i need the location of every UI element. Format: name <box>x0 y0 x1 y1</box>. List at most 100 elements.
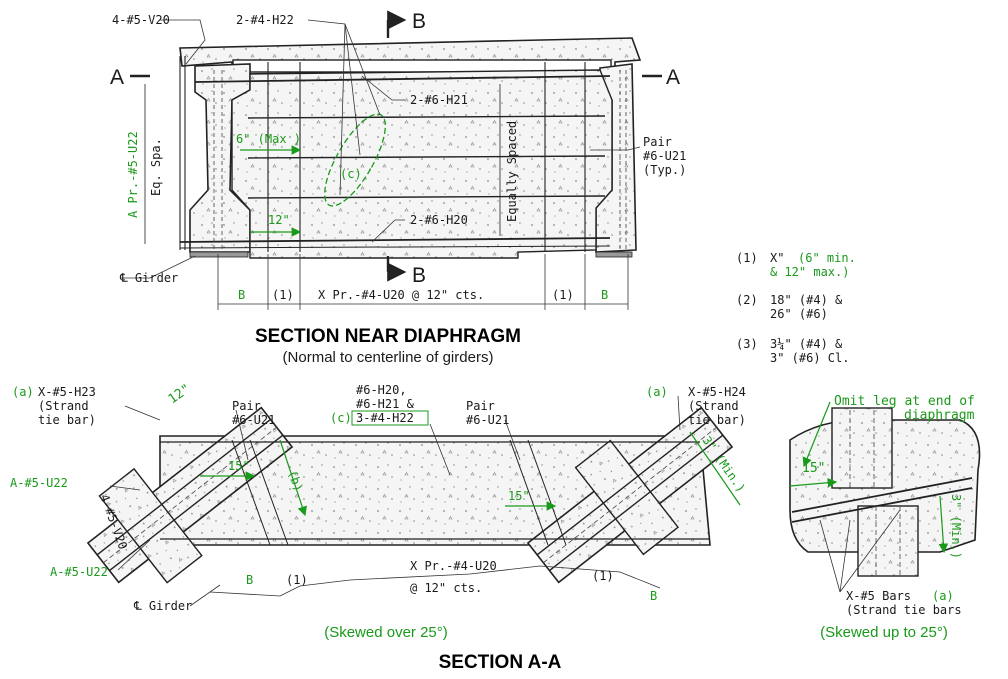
label-pair-2: #6-U21 <box>643 149 686 163</box>
aa-girder: ℄ Girder <box>133 599 192 613</box>
label-b-bottom: B <box>412 264 426 287</box>
aa-mid-dim-2: @ 12" cts. <box>410 581 482 595</box>
section-cut-b-bottom <box>386 256 407 282</box>
note-1-min: (6" min. <box>798 251 856 265</box>
small-omit-leader <box>802 401 831 468</box>
aa-bars-c: (c) <box>330 411 352 425</box>
note-2-line-1: 18" (#4) & <box>770 293 843 307</box>
left-skewed-girder <box>86 406 294 584</box>
label-six-max: 6" (Max ) <box>236 132 301 146</box>
aa-dimension-chain <box>209 565 661 597</box>
label-a-right: A <box>666 66 680 89</box>
label-a-left: A <box>110 66 124 89</box>
aa-one-right: (1) <box>592 569 614 583</box>
section-near-diaphragm-subtitle: (Normal to centerline of girders) <box>283 349 494 366</box>
note-2-line-2: 26" (#6) <box>770 307 828 321</box>
label-v20: 4-#5-V20 <box>112 13 170 27</box>
aa-pair-right-2: #6-U21 <box>466 413 509 427</box>
note-3-label: (3) <box>736 337 758 351</box>
small-tie-bar-2 <box>791 487 973 523</box>
small-three-min: 3" (Min.) <box>949 494 963 559</box>
aa-h23-a: (a) <box>12 385 34 399</box>
aa-twelve: 12" <box>166 382 194 408</box>
aa-bars-3: 3-#4-H22 <box>356 411 414 425</box>
aa-fifteen-right-label: 15" <box>508 489 530 503</box>
label-equally-spaced: Equally Spaced <box>505 121 519 222</box>
aa-u22-bottom: A-#5-U22 <box>50 565 108 579</box>
small-omit-2: diaphragm <box>904 408 975 423</box>
small-leaders <box>819 509 901 593</box>
aa-fifteen-left-label: 15" <box>228 459 250 473</box>
small-skew-caption: (Skewed up to 25°) <box>820 624 948 641</box>
dim-b-left: B <box>238 288 245 302</box>
notes: (1) X" (6" min. & 12" max.) (2) 18" (#4)… <box>736 251 856 365</box>
small-girder-bottom <box>857 505 919 577</box>
aa-pair-left-2: #6-U21 <box>232 413 275 427</box>
dim-1-right: (1) <box>552 288 574 302</box>
top-bar <box>194 75 611 83</box>
note-3-line-2: 3" (#6) Cl. <box>770 351 849 365</box>
aa-one-left: (1) <box>286 573 308 587</box>
aa-h24-c: (Strand <box>688 399 739 413</box>
aa-skew-caption: (Skewed over 25°) <box>324 624 448 641</box>
aa-h24-b: X-#5-H24 <box>688 385 746 399</box>
small-three-min-dim <box>938 495 949 554</box>
aa-three-min <box>689 431 741 506</box>
small-tie-bar-1 <box>791 477 973 513</box>
revision-cloud-c <box>324 113 386 207</box>
label-pair-3: (Typ.) <box>643 163 686 177</box>
hidden-lines <box>213 70 627 250</box>
label-c: (c) <box>340 167 362 181</box>
section-a-a: (a) X-#5-H23 (Strand tie bar) 12" Pair #… <box>10 382 748 673</box>
aa-bars-3-box <box>351 410 429 426</box>
small-girder-top <box>831 407 893 489</box>
note-1-max: & 12" max.) <box>770 265 849 279</box>
section-near-diaphragm: 4-#5-V20 2-#4-H22 B B A A 2-#6-H21 2-#6-… <box>110 10 686 366</box>
note-2-label: (2) <box>736 293 758 307</box>
small-bars-1: X-#5 Bars <box>846 589 911 603</box>
bearing-left <box>189 251 249 258</box>
aa-h23-c: (Strand <box>38 399 89 413</box>
dim-b-right: B <box>601 288 608 302</box>
label-girder: ℄ Girder <box>119 271 178 285</box>
aa-bars-2: #6-H21 & <box>356 397 415 411</box>
small-fifteen-dim <box>789 477 838 488</box>
section-near-diaphragm-title: SECTION NEAR DIAPHRAGM <box>255 326 521 347</box>
label-pair-1: Pair <box>643 135 672 149</box>
bottom-bar-2 <box>179 245 611 249</box>
aa-b-left: B <box>246 573 253 587</box>
bottom-bar <box>179 237 611 243</box>
small-hidden-lines <box>849 410 901 576</box>
aa-u22-top: A-#5-U22 <box>10 476 68 490</box>
aa-pair-left-1: Pair <box>232 399 261 413</box>
label-a-pr-u22: A Pr.-#5-U22 <box>126 131 140 218</box>
aa-b-label: (b) <box>285 468 306 493</box>
dim-mid: X Pr.-#4-U20 @ 12" cts. <box>318 288 484 302</box>
note-3-line-1: 3¼" (#4) & <box>770 337 843 351</box>
leaders-top <box>120 19 641 279</box>
bearing-right <box>595 251 633 258</box>
aa-h23-d: tie bar) <box>38 413 96 427</box>
small-omit-1: Omit leg at end of <box>834 394 975 409</box>
small-bars-2: (Strand tie bars <box>846 603 962 617</box>
aa-h23-b: X-#5-H23 <box>38 385 96 399</box>
aa-b-dim <box>279 439 307 517</box>
label-b-top: B <box>412 10 426 33</box>
note-1-x: X" <box>770 251 784 265</box>
aa-leaders <box>109 395 681 607</box>
dim-1-left: (1) <box>272 288 294 302</box>
aa-stirrups <box>231 439 567 546</box>
label-h20: 2-#6-H20 <box>410 213 468 227</box>
label-h22: 2-#4-H22 <box>236 13 294 27</box>
label-h21: 2-#6-H21 <box>410 93 468 107</box>
note-1-label: (1) <box>736 251 758 265</box>
aa-b-right: B <box>650 589 657 603</box>
section-cut-b-top <box>386 10 407 38</box>
label-eq-spa: Eq. Spa. <box>149 138 163 196</box>
small-fifteen: 15" <box>802 461 825 476</box>
stirrups <box>179 56 586 252</box>
small-bars-a: (a) <box>932 589 954 603</box>
label-twelve: 12" <box>268 213 290 227</box>
